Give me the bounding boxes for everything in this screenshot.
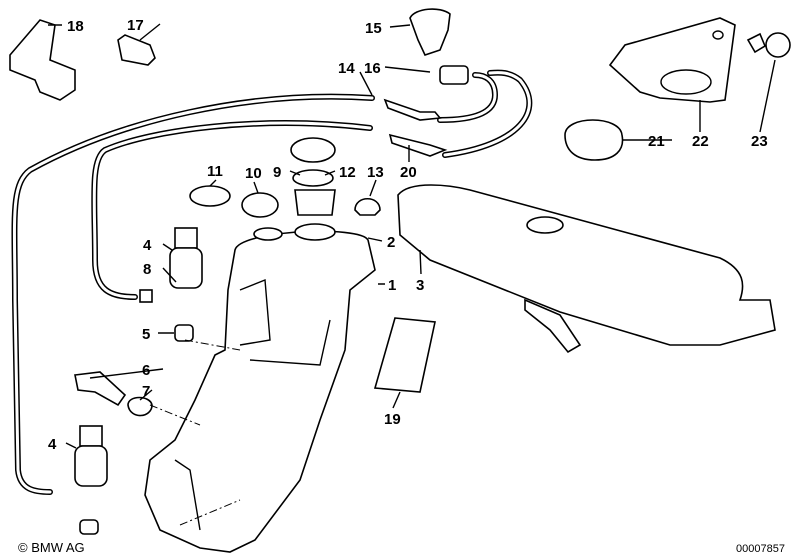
leader-lines <box>48 23 776 449</box>
strainer-12 <box>294 189 336 216</box>
grommet-21 <box>564 119 624 161</box>
pump-4-lower <box>74 425 108 487</box>
callout-20: 20 <box>400 164 417 181</box>
callout-18: 18 <box>67 18 84 35</box>
cap-10 <box>241 192 279 218</box>
callout-22: 22 <box>692 133 709 150</box>
clip-8 <box>139 289 153 303</box>
callout-2: 2 <box>387 234 395 251</box>
callout-4-lower: 4 <box>48 436 57 453</box>
callout-9: 9 <box>273 164 281 181</box>
callout-21: 21 <box>648 133 665 150</box>
callout-15: 15 <box>365 20 382 37</box>
callout-14: 14 <box>338 60 355 77</box>
connector-7 <box>127 396 153 417</box>
callout-17: 17 <box>127 17 144 34</box>
callout-13: 13 <box>367 164 384 181</box>
nozzle-15 <box>409 8 451 56</box>
bracket-22 <box>608 17 736 103</box>
diagram-number: 00007857 <box>736 543 785 555</box>
callout-1: 1 <box>388 277 396 294</box>
callout-16: 16 <box>364 60 381 77</box>
pad-19 <box>373 317 436 393</box>
seal-9 <box>292 169 334 187</box>
callout-3: 3 <box>416 277 424 294</box>
callout-10: 10 <box>245 165 262 182</box>
bracket-18 <box>9 19 76 101</box>
copyright-text: © BMW AG <box>18 540 85 555</box>
connector-6 <box>74 371 127 407</box>
cap-11 <box>189 185 231 207</box>
clip-17 <box>117 34 156 66</box>
callout-23: 23 <box>751 133 768 150</box>
callout-19: 19 <box>384 411 401 428</box>
callout-11: 11 <box>207 163 223 180</box>
grommet-5 <box>174 324 194 342</box>
callout-12: 12 <box>339 164 356 181</box>
valve-16 <box>439 65 469 85</box>
hose-lines <box>11 69 533 495</box>
grommet-5-lower <box>79 519 99 535</box>
callout-5: 5 <box>142 326 150 343</box>
callout-8: 8 <box>143 261 151 278</box>
cap-top-9 <box>290 137 336 163</box>
plug-13 <box>354 197 381 216</box>
rivet-23 <box>746 32 791 58</box>
callout-7: 7 <box>142 383 150 400</box>
pump-4-upper <box>169 227 203 289</box>
callout-4-upper: 4 <box>143 237 152 254</box>
callout-6: 6 <box>142 362 150 379</box>
fittings-20 <box>383 98 448 157</box>
reservoir-tank-3 <box>397 184 776 346</box>
